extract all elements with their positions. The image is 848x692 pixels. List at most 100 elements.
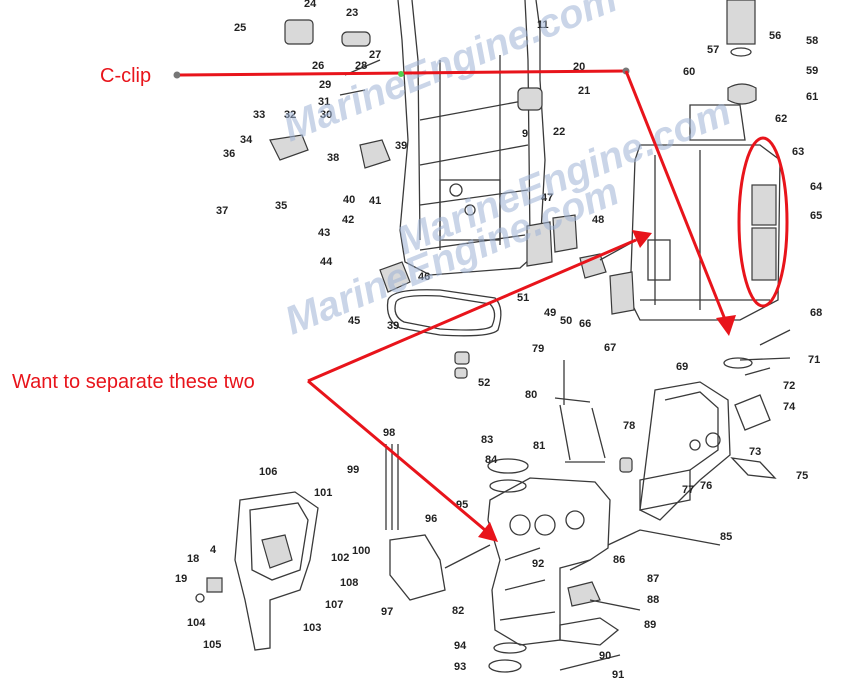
part-label: 32 [284, 109, 296, 121]
part-label: 68 [810, 307, 822, 319]
part-label: 98 [383, 427, 395, 439]
part-label: 85 [720, 531, 732, 543]
c-clip-arrowhead [716, 315, 736, 336]
part-label: 101 [314, 487, 332, 499]
part-label: 81 [533, 440, 545, 452]
part-label: 57 [707, 44, 719, 56]
part-label: 41 [369, 195, 381, 207]
separate-arrowhead-up [632, 230, 652, 248]
swivel-housing [629, 0, 781, 321]
part-label: 34 [240, 134, 253, 146]
part-label: 64 [810, 181, 823, 193]
part-label: 66 [579, 318, 591, 330]
part-label: 86 [613, 554, 625, 566]
part-label: 79 [532, 343, 544, 355]
part-label: 21 [578, 85, 590, 97]
part-label: 74 [783, 401, 796, 413]
part-label: 61 [806, 91, 818, 103]
part-label: 31 [318, 96, 330, 108]
part-label: 9 [522, 128, 528, 140]
part-label: 45 [348, 315, 360, 327]
part-label: 22 [553, 126, 565, 138]
part-label: 108 [340, 577, 358, 589]
part-label: 56 [769, 30, 781, 42]
part-label: 58 [806, 35, 818, 47]
part-label: 76 [700, 480, 712, 492]
part-label: 23 [346, 7, 358, 19]
part-label: 28 [355, 60, 367, 72]
part-label: 78 [623, 420, 635, 432]
part-label: 11 [537, 19, 549, 31]
part-label: 71 [808, 354, 820, 366]
part-label: 39 [387, 320, 399, 332]
part-label: 18 [187, 553, 199, 565]
part-label: 44 [320, 256, 333, 268]
part-label: 90 [599, 650, 611, 662]
part-label: 72 [783, 380, 795, 392]
part-label: 65 [810, 210, 822, 222]
part-label: 88 [647, 594, 659, 606]
part-label: 60 [683, 66, 695, 78]
part-label: 102 [331, 552, 349, 564]
separate-arrow-line-down [307, 379, 486, 532]
part-label: 80 [525, 389, 537, 401]
clamp-bracket-81 [487, 477, 611, 646]
stern-bracket-73 [639, 381, 731, 521]
part-label: 27 [369, 49, 381, 61]
watermarks: MarineEngine.com MarineEngine.com Marine… [277, 0, 737, 343]
part-label: 83 [481, 434, 493, 446]
part-label: 96 [425, 513, 437, 525]
c-clip-label: C-clip [100, 65, 151, 87]
part-label: 87 [647, 573, 659, 585]
part-label: 67 [604, 342, 616, 354]
part-label: 84 [485, 454, 498, 466]
part-label: 59 [806, 65, 818, 77]
part-label: 25 [234, 22, 246, 34]
gasket-51 [386, 289, 502, 337]
part-label: 99 [347, 464, 359, 476]
separate-arrowhead-down [478, 522, 498, 542]
red-annotations: C-clip Want to separate these two [12, 65, 789, 542]
part-label: 47 [541, 192, 553, 204]
part-label: 104 [187, 617, 206, 629]
part-label: 105 [203, 639, 221, 651]
part-label: 89 [644, 619, 656, 631]
part-label: 69 [676, 361, 688, 373]
c-clip-arrow-line [624, 70, 728, 323]
part-label: 29 [319, 79, 331, 91]
rings [487, 357, 753, 673]
part-label: 97 [381, 606, 393, 618]
part-label: 93 [454, 661, 466, 673]
part-label: 82 [452, 605, 464, 617]
transom-plate-106 [234, 491, 319, 651]
watermark: MarineEngine.com [277, 0, 623, 150]
part-number-labels: 23 24 25 11 26 27 28 20 57 56 58 59 60 6… [175, 0, 823, 681]
part-label: 38 [327, 152, 339, 164]
part-label: 73 [749, 446, 761, 458]
part-label: 92 [532, 558, 544, 570]
separate-arrow-line-up [307, 238, 637, 383]
part-label: 49 [544, 307, 556, 319]
c-clip-marker [398, 71, 404, 77]
part-label: 75 [796, 470, 808, 482]
part-label: 107 [325, 599, 343, 611]
part-label: 51 [517, 292, 529, 304]
part-label: 103 [303, 622, 321, 634]
part-label: 24 [304, 0, 317, 10]
part-label: 94 [454, 640, 467, 652]
part-label: 40 [343, 194, 355, 206]
part-label: 26 [312, 60, 324, 72]
part-label: 46 [418, 271, 430, 283]
part-label: 43 [318, 227, 330, 239]
part-label: 91 [612, 669, 624, 681]
part-label: 63 [792, 146, 804, 158]
part-label: 50 [560, 315, 572, 327]
part-label: 36 [223, 148, 235, 160]
part-label: 48 [592, 214, 604, 226]
part-label: 19 [175, 573, 187, 585]
separate-label: Want to separate these two [12, 371, 255, 393]
part-label: 30 [320, 109, 332, 121]
part-label: 33 [253, 109, 265, 121]
part-label: 62 [775, 113, 787, 125]
